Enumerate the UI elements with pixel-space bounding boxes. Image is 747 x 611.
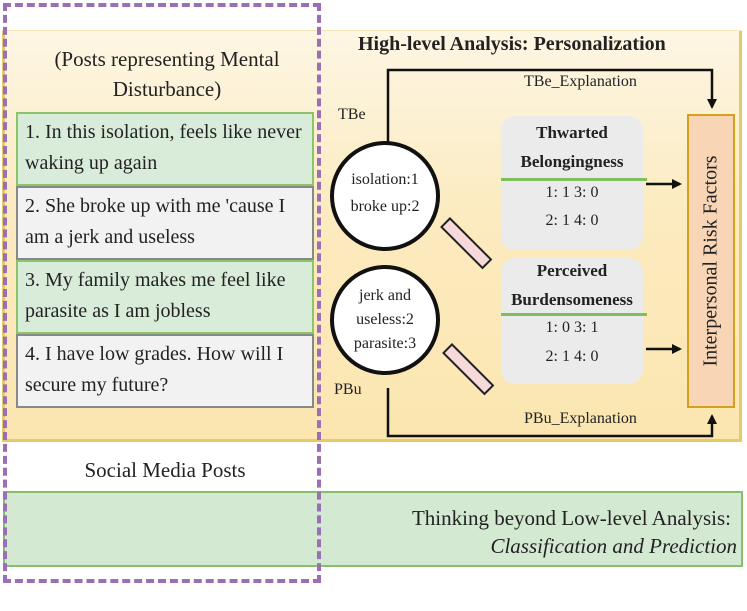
perceived-row-2: 2: 1 4: 0 (545, 348, 599, 365)
perceived-row-1: 1: 0 3: 1 (545, 319, 599, 336)
tbe-label: TBe (338, 106, 366, 123)
pbu-label: PBu (334, 381, 362, 398)
post-4: 4. I have low grades. How will I secure … (16, 334, 314, 408)
perceived-burdensomeness-card (501, 258, 643, 384)
thwarted-belongingness-card (501, 116, 643, 250)
perceived-divider (501, 313, 647, 316)
thwarted-title-line-1: Thwarted (536, 123, 608, 142)
social-media-posts-label: Social Media Posts (84, 458, 246, 482)
high-level-analysis-title: High-level Analysis: Personalization (358, 33, 666, 55)
pbu-lens-line-3: parasite:3 (353, 335, 417, 352)
thwarted-divider (501, 178, 647, 181)
tbe-explanation-arrow (386, 68, 717, 148)
post-1: 1. In this isolation, feels like never w… (16, 112, 314, 186)
thwarted-row-1: 1: 1 3: 0 (545, 184, 599, 201)
low-level-analysis-banner (3, 491, 743, 567)
tbe-lens-line-1: isolation:1 (351, 171, 419, 188)
tbe-explanation-label: TBe_Explanation (524, 73, 637, 90)
pbu-lens-line-2: useless:2 (356, 311, 414, 328)
posts-heading: (Posts representing Mental Disturbance) (54, 47, 280, 101)
tbe-lens-line-2: broke up:2 (350, 198, 420, 215)
thwarted-title-line-2: Belongingness (520, 152, 624, 171)
tbe-magnifier-icon (330, 141, 440, 251)
perceived-title-line-1: Perceived (536, 261, 608, 280)
interpersonal-risk-factors-label: Interpersonal Risk Factors (699, 155, 722, 367)
thwarted-row-2: 2: 1 4: 0 (545, 212, 599, 229)
panel-top-edge (2, 30, 742, 31)
perceived-title-line-2: Burdensomeness (511, 290, 633, 309)
post-2: 2. She broke up with me 'cause I am a je… (16, 186, 314, 260)
interpersonal-risk-factors-box (687, 114, 735, 408)
banner-subtitle: Classification and Prediction (490, 534, 737, 558)
pbu-magnifier-icon (330, 265, 440, 375)
pbu-explanation-label: PBu_Explanation (524, 410, 637, 427)
social-media-posts-outline (3, 3, 321, 583)
post-3: 3. My family makes me feel like parasite… (16, 260, 314, 334)
pbu-lens-line-1: jerk and (359, 287, 411, 304)
pbu-explanation-arrow (386, 388, 717, 438)
banner-title: Thinking beyond Low-level Analysis: (411, 506, 731, 530)
